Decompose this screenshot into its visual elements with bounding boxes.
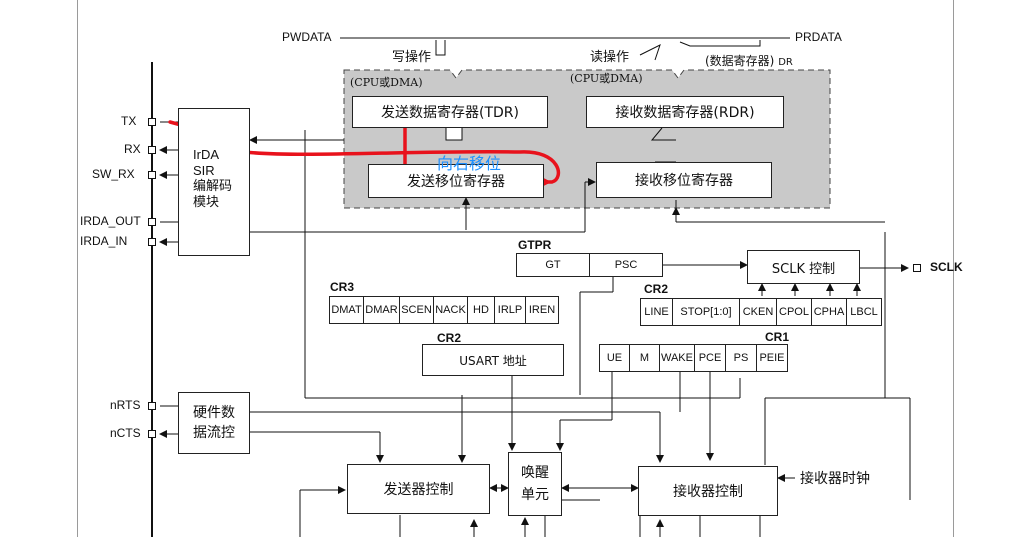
irda-in-pin: [148, 238, 156, 246]
irda-in-pin-label: IRDA_IN: [80, 234, 128, 248]
cr2-addr-label: CR2: [437, 331, 462, 345]
wakeup-unit: 唤醒 单元: [508, 452, 562, 516]
tdr-box: 发送数据寄存器(TDR): [352, 96, 548, 128]
gtpr-psc: PSC: [589, 253, 663, 277]
cr3-label: CR3: [330, 280, 355, 294]
usart-address: USART 地址: [422, 344, 564, 376]
sw-rx-pin: [148, 171, 156, 179]
cr2-top-register: LINE STOP[1:0] CKEN CPOL CPHA LBCL: [640, 298, 882, 326]
cr3-bit-dmat: DMAT: [329, 296, 364, 324]
cr1-bit-ps: PS: [725, 344, 757, 372]
cr3-bit-iren: IREN: [525, 296, 559, 324]
transmitter-control: 发送器控制: [347, 464, 490, 514]
receiver-clock-label: 接收器时钟: [800, 471, 870, 487]
flow-control-block: 硬件数 据流控: [178, 392, 250, 454]
irda-line-1: IrDA: [193, 147, 219, 162]
cr1-bit-ue: UE: [599, 344, 630, 372]
cr2-top-label: CR2: [644, 282, 669, 296]
rdr-box: 接收数据寄存器(RDR): [586, 96, 784, 128]
frame-left-edge: [77, 0, 78, 537]
tx-shift-register: 发送移位寄存器: [368, 164, 544, 198]
cr1-register: UE M WAKE PCE PS PEIE: [599, 344, 788, 372]
sclk-pin-label: SCLK: [930, 260, 963, 274]
cr1-bit-peie: PEIE: [756, 344, 788, 372]
tx-pin-label: TX: [121, 114, 137, 128]
cpu-dma-left: (CPU或DMA): [350, 76, 423, 89]
flow-line-1: 硬件数: [193, 405, 235, 421]
data-register-text: (数据寄存器): [705, 54, 775, 68]
cr1-bit-m: M: [629, 344, 660, 372]
shift-right-annotation: 向右移位: [437, 154, 502, 173]
cr1-label: CR1: [765, 330, 790, 344]
cr3-bit-nack: NACK: [433, 296, 468, 324]
dr-text: DR: [778, 57, 793, 68]
prdata-label: PRDATA: [795, 30, 842, 44]
rx-shift-register: 接收移位寄存器: [596, 162, 772, 198]
cr3-bit-irlp: IRLP: [494, 296, 526, 324]
irda-out-pin: [148, 218, 156, 226]
cr3-bit-scen: SCEN: [399, 296, 434, 324]
cr2-bit-cpol: CPOL: [776, 298, 812, 326]
cr2-bit-lbcl: LBCL: [846, 298, 882, 326]
ncts-pin-label: nCTS: [110, 426, 141, 440]
gtpr-label: GTPR: [518, 238, 552, 252]
ncts-pin: [148, 430, 156, 438]
write-op-label: 写操作: [392, 50, 432, 65]
nrts-pin-label: nRTS: [110, 398, 141, 412]
cr2-bit-cken: CKEN: [739, 298, 777, 326]
irda-line-2: SIR: [193, 163, 215, 178]
nrts-pin: [148, 402, 156, 410]
cr2-bit-cpha: CPHA: [811, 298, 847, 326]
wake-line-2: 单元: [521, 487, 549, 503]
cr3-bit-hd: HD: [467, 296, 495, 324]
cpu-dma-right: (CPU或DMA): [570, 72, 643, 85]
rx-pin-label: RX: [124, 142, 141, 156]
pwdata-label: PWDATA: [282, 30, 332, 44]
sclk-pin: [913, 264, 921, 272]
data-register-label: (数据寄存器) DR: [705, 52, 793, 69]
wake-line-1: 唤醒: [521, 465, 549, 481]
rx-pin: [148, 146, 156, 154]
cr1-bit-pce: PCE: [694, 344, 726, 372]
gtpr-register: GT PSC: [516, 253, 663, 277]
cr2-bit-line: LINE: [640, 298, 673, 326]
irda-out-pin-label: IRDA_OUT: [80, 214, 141, 228]
irda-block: IrDA SIR 编解码 模块: [178, 108, 250, 256]
sclk-control: SCLK 控制: [747, 250, 860, 284]
cr3-bit-dmar: DMAR: [363, 296, 400, 324]
gtpr-gt: GT: [516, 253, 590, 277]
flow-line-2: 据流控: [193, 425, 235, 441]
frame-right-edge: [953, 0, 954, 537]
receiver-control: 接收器控制: [638, 466, 778, 516]
irda-line-4: 模块: [193, 195, 220, 210]
irda-line-3: 编解码: [193, 179, 233, 194]
cr3-register: DMAT DMAR SCEN NACK HD IRLP IREN: [329, 296, 559, 324]
cr2-bit-stop: STOP[1:0]: [672, 298, 740, 326]
tx-pin: [148, 118, 156, 126]
cr1-bit-wake: WAKE: [659, 344, 695, 372]
read-op-label: 读操作: [590, 50, 630, 65]
sw-rx-pin-label: SW_RX: [92, 167, 135, 181]
